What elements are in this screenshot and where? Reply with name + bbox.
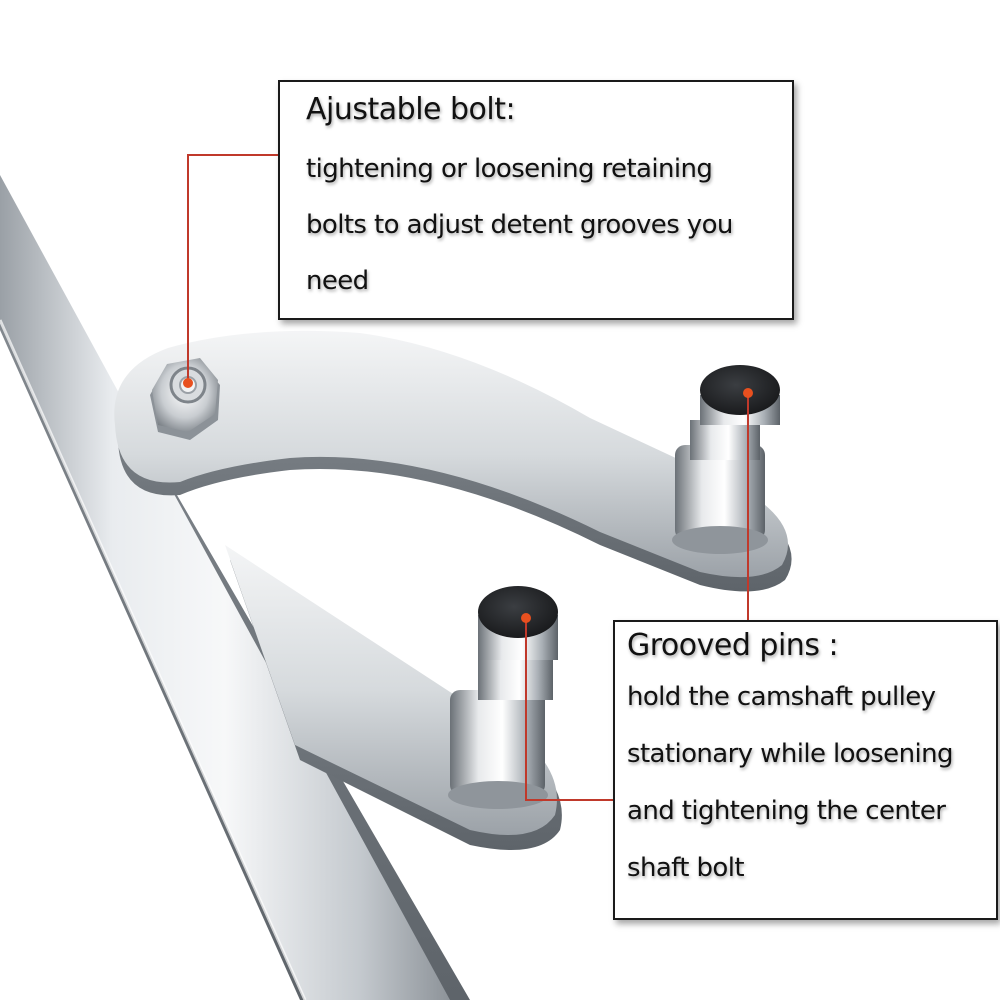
curved-arm <box>114 330 792 592</box>
grooved-pin-icon <box>448 586 558 809</box>
callout-title: Ajustable bolt: <box>306 92 516 127</box>
callout-text-line: stationary while loosening <box>627 739 953 769</box>
callout-text-line: hold the camshaft pulley <box>627 682 936 712</box>
wrench-handle <box>0 175 470 1000</box>
red-dot-marker <box>183 378 753 623</box>
callout-title: Grooved pins : <box>627 628 839 663</box>
callout-text-line: tightening or loosening retaining <box>306 154 713 184</box>
callout-text-line: bolts to adjust detent grooves you <box>306 210 733 240</box>
callout-grooved-pins: Grooved pins : hold the camshaft pulley … <box>613 620 998 920</box>
callout-text-line: shaft bolt <box>627 853 745 883</box>
callout-text-line: and tightening the center <box>627 796 946 826</box>
callout-adjustable-bolt: Ajustable bolt: tightening or loosening … <box>278 80 794 320</box>
callout-text-line: need <box>306 266 369 296</box>
grooved-pin-icon <box>672 365 780 554</box>
leader-lines <box>187 154 749 801</box>
